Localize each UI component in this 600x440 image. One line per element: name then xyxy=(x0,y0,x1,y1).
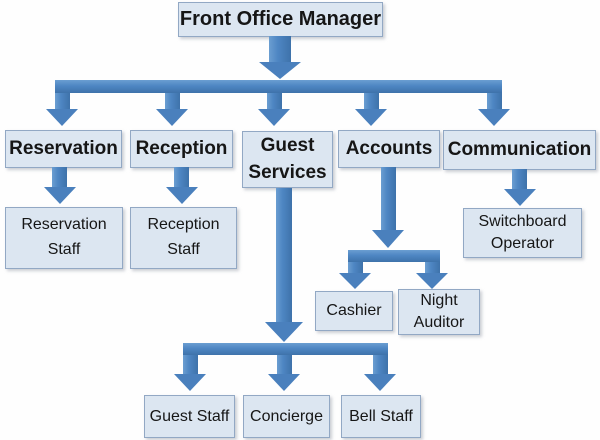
connector-guest-services-shaft xyxy=(276,188,292,322)
arrowhead-accounts-icon xyxy=(355,109,387,126)
connector-drop-cashier xyxy=(348,262,363,273)
connector-switchboard xyxy=(512,169,527,189)
node-cashier: Cashier xyxy=(315,291,393,331)
arrowhead-reception-staff-icon xyxy=(166,187,198,204)
arrowhead-accounts-bar-icon xyxy=(372,230,404,248)
node-guest-staff: Guest Staff xyxy=(144,395,235,438)
connector-guest-services-bar xyxy=(183,343,388,355)
node-reservation-staff: Reservation Staff xyxy=(5,207,123,269)
connector-accounts-bar xyxy=(348,250,440,262)
arrowhead-switchboard-icon xyxy=(504,189,536,206)
node-bell-staff: Bell Staff xyxy=(341,395,421,438)
connector-drop-concierge xyxy=(277,355,292,374)
arrowhead-bell-staff-icon xyxy=(364,374,396,391)
node-guest-services: Guest Services xyxy=(242,131,333,188)
connector-drop-accounts xyxy=(364,93,379,109)
arrowhead-manager-icon xyxy=(259,62,301,79)
arrowhead-cashier-icon xyxy=(339,273,371,289)
connector-accounts-shaft xyxy=(381,167,396,230)
connector-manager-shaft xyxy=(269,36,291,62)
node-accounts: Accounts xyxy=(338,130,440,168)
arrowhead-night-auditor-icon xyxy=(416,273,448,289)
connector-drop-guest-staff xyxy=(183,355,198,374)
node-switchboard-operator: Switchboard Operator xyxy=(463,208,582,258)
arrowhead-guest-services-icon xyxy=(258,109,290,126)
arrowhead-guest-staff-icon xyxy=(174,374,206,391)
connector-drop-guest-services xyxy=(267,93,282,109)
connector-drop-bell-staff xyxy=(373,355,388,374)
connector-drop-reservation xyxy=(55,93,70,109)
node-communication: Communication xyxy=(443,130,596,170)
arrowhead-reservation-icon xyxy=(46,109,78,126)
arrowhead-reception-icon xyxy=(156,109,188,126)
connector-drop-reception xyxy=(165,93,180,109)
node-reception: Reception xyxy=(130,130,233,168)
node-night-auditor: Night Auditor xyxy=(398,289,480,335)
connector-main-bar xyxy=(55,80,502,93)
node-reception-staff: Reception Staff xyxy=(130,207,237,269)
node-reservation: Reservation xyxy=(5,130,122,168)
arrowhead-guest-services-bar-icon xyxy=(265,322,303,342)
arrowhead-concierge-icon xyxy=(268,374,300,391)
node-concierge: Concierge xyxy=(243,395,330,438)
arrowhead-communication-icon xyxy=(478,109,510,126)
node-front-office-manager: Front Office Manager xyxy=(178,2,383,37)
connector-drop-communication xyxy=(487,93,502,109)
connector-drop-night-auditor xyxy=(425,262,440,273)
arrowhead-reservation-staff-icon xyxy=(44,187,76,204)
connector-reservation-staff xyxy=(52,167,67,187)
connector-reception-staff xyxy=(174,167,189,187)
